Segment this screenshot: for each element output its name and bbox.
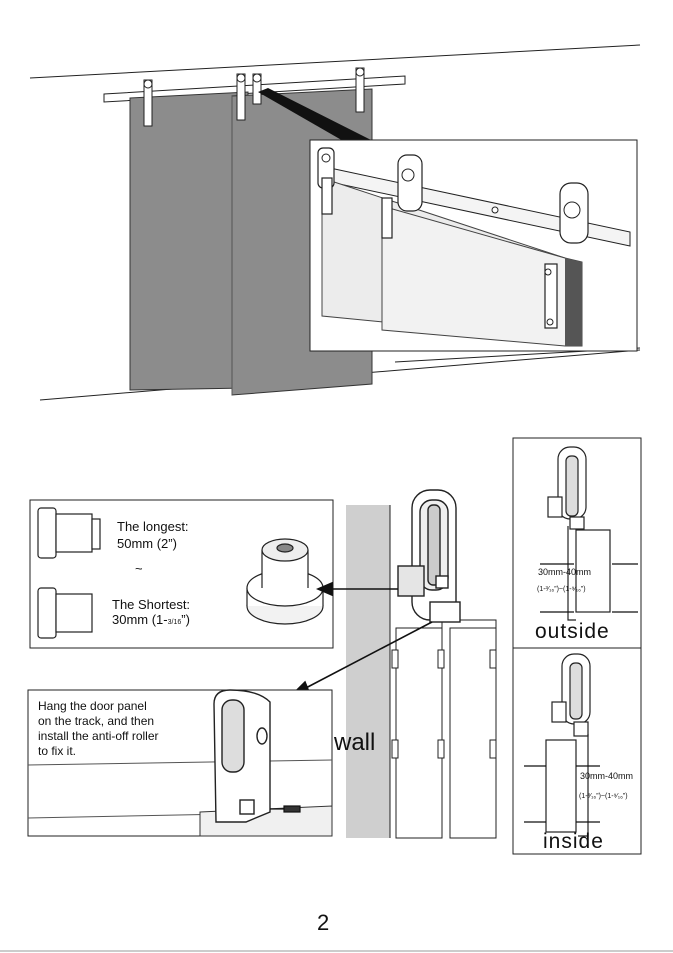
longest-value: 50mm (2”): [117, 536, 177, 551]
roller-size-box: [29, 499, 334, 649]
inside-range: 30mm-40mm: [580, 771, 634, 781]
door-panel-left: [129, 91, 249, 391]
outside-panel: [512, 437, 642, 649]
hang-instruction-line-3: install the anti-off roller: [38, 729, 159, 743]
wall-label: wall: [334, 729, 376, 756]
inside-title: inside: [543, 830, 604, 853]
wall-section: [346, 505, 391, 838]
hanger-roller-section: [397, 489, 461, 623]
shortest-label: The Shortest:: [112, 597, 191, 612]
size-tilde: ~: [135, 561, 143, 576]
zoom-detail-box: [309, 139, 638, 352]
page-number: 2: [317, 910, 330, 935]
hang-instruction-box: [27, 689, 333, 837]
outside-fraction-range: (1-³⁄₁₆”)~(1-⁹⁄₁₆”): [537, 586, 586, 593]
hanger-straps: [143, 67, 365, 127]
outside-title: outside: [535, 620, 610, 643]
inside-panel: [512, 647, 642, 855]
shortest-value-fraction: 3/16: [167, 619, 182, 626]
outside-range: 30mm-40mm: [538, 567, 592, 577]
shortest-value-main: 30mm (1-: [112, 612, 168, 627]
inside-fraction-range: (1-³⁄₁₆”)~(1-⁹⁄₁₆”): [579, 793, 628, 800]
hang-instruction-line-2: on the track, and then: [38, 714, 155, 728]
shortest-value-end: ”): [181, 612, 190, 627]
door-section: [391, 619, 497, 839]
shortest-value: 30mm (1-3/16”): [112, 612, 190, 627]
callout-pointer: [258, 88, 375, 142]
hang-instruction-line-4: to fix it.: [38, 744, 77, 758]
roller-3d: [246, 538, 324, 625]
hang-instruction-line-1: Hang the door panel: [38, 699, 147, 713]
longest-label: The longest:: [117, 519, 189, 534]
